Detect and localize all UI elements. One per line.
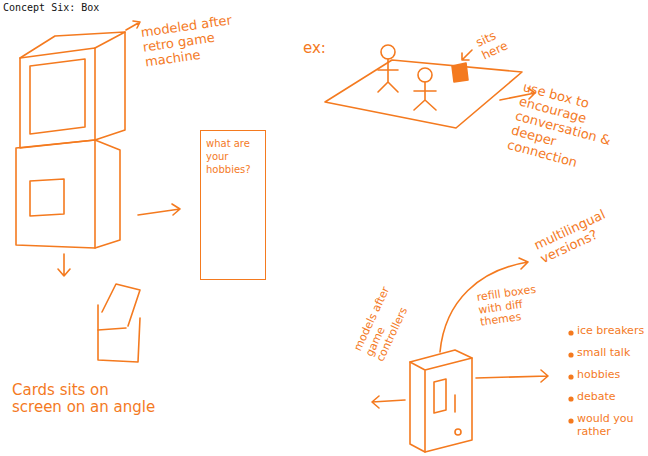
card-box-edges <box>410 358 472 452</box>
sits-arrow <box>462 50 472 60</box>
note-text: refill boxes with diff themes <box>476 284 541 330</box>
note-text: modeled after retro game machine <box>140 13 237 70</box>
note-text: Cards sits on screen on an angle <box>12 382 162 417</box>
card-box <box>410 350 472 452</box>
list-item: debate <box>577 391 645 404</box>
arcade-screen <box>30 59 85 134</box>
bullet <box>569 353 573 357</box>
list-item: hobbies <box>577 369 645 382</box>
bullet <box>569 331 573 335</box>
down-arrow <box>58 254 70 276</box>
box-on-table <box>452 63 468 82</box>
note-text: sits here <box>474 17 531 63</box>
note-text: multilingual versions? <box>532 201 628 267</box>
card-slot-line <box>454 395 456 412</box>
small-card <box>102 284 140 326</box>
note-text: models after game controllers <box>352 265 425 364</box>
arcade-edge <box>94 140 96 248</box>
bullet <box>569 375 573 379</box>
person-body <box>414 82 436 110</box>
title: Concept Six: Box <box>3 2 99 13</box>
list-item: would you rather <box>577 413 645 438</box>
small-ledge <box>98 328 126 330</box>
card-text: what are your hobbies? <box>206 137 260 176</box>
card-slot <box>434 379 446 413</box>
list-item: small talk <box>577 347 645 360</box>
bullet <box>569 397 573 401</box>
arcade-top-front <box>20 48 95 148</box>
list-arrow <box>476 370 548 382</box>
question-card: what are your hobbies? <box>200 130 266 280</box>
note-arrow <box>126 21 140 30</box>
list-item: ice breakers <box>577 325 645 338</box>
arcade-side <box>95 32 125 140</box>
note-text: use box to encourage conversation & deep… <box>506 80 634 181</box>
button <box>455 429 461 435</box>
table <box>325 60 522 128</box>
arcade-top <box>20 32 125 58</box>
bullet <box>569 419 573 423</box>
card-arrow <box>138 204 180 215</box>
left-arrow <box>372 396 405 408</box>
person-head <box>381 45 395 59</box>
person-head <box>418 68 432 82</box>
arcade-window <box>30 179 64 216</box>
example-label: ex: <box>303 40 333 57</box>
arcade-cabinet <box>16 140 120 248</box>
person-body <box>378 59 398 92</box>
small-body <box>98 305 140 362</box>
